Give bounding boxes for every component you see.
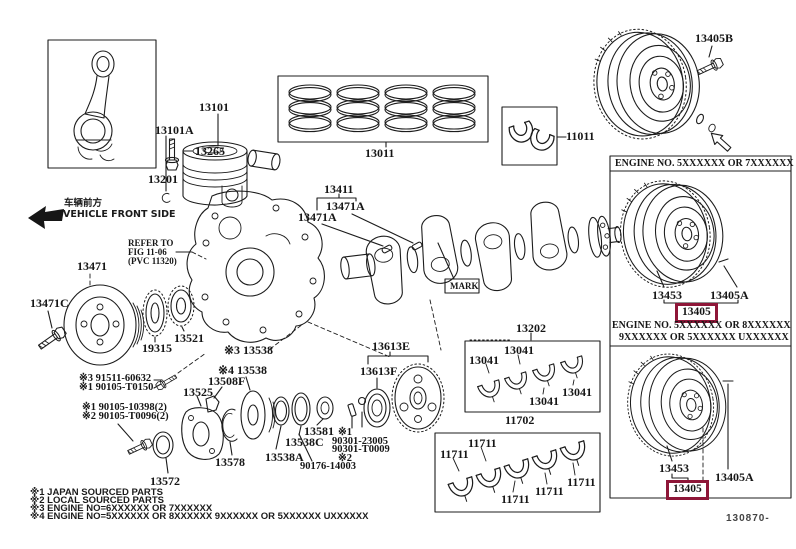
part-label-13471: 13471 xyxy=(77,259,107,273)
vehicle-front-label-en: VEHICLE FRONT SIDE xyxy=(63,209,176,220)
part-label-13041-3: 13041 xyxy=(529,394,559,408)
pulley-bolt-13471C xyxy=(35,324,69,353)
part-label-13405B: 13405B xyxy=(695,31,734,45)
part-label-13041-2: 13041 xyxy=(504,343,534,357)
part-label-13578: 13578 xyxy=(215,455,245,469)
part-label-13101A: 13101A xyxy=(155,123,194,137)
part-label-13521: 13521 xyxy=(174,331,204,345)
part-label-11711-1: 11711 xyxy=(440,447,469,461)
part-label-19315: 19315 xyxy=(142,341,172,355)
piston-pin xyxy=(247,149,281,171)
refer-note-line2: FIG 11-06 xyxy=(128,247,167,257)
part-label-13041-4: 13041 xyxy=(562,385,592,399)
crank-pulley-13471 xyxy=(63,284,145,366)
flywheel-panel2 xyxy=(620,346,733,463)
crank-gear-13613E xyxy=(363,351,445,433)
part-label-13572: 13572 xyxy=(150,474,180,488)
part-label-13613F: 13613F xyxy=(360,364,398,378)
part-label-13101: 13101 xyxy=(199,100,229,114)
part-label-90105-T0096: ※2 90105-T0096(2) xyxy=(82,411,169,422)
part-label-13453-panel2: 13453 xyxy=(659,461,689,475)
part-label-11711-4: 11711 xyxy=(535,484,564,498)
part-label-13538-note4: ※4 13538 xyxy=(218,363,268,377)
leader-refer-note-dash xyxy=(191,251,207,260)
part-label-11011: 11011 xyxy=(566,129,595,143)
part-label-11711-3: 11711 xyxy=(501,492,530,506)
highlighted-part-13405-panel1[interactable]: 13405 xyxy=(675,303,718,323)
flywheel-bolt-13405B xyxy=(695,56,725,79)
part-label-13411: 13411 xyxy=(324,182,354,196)
part-label-11711-2: 11711 xyxy=(468,436,497,450)
crankshaft xyxy=(340,201,622,305)
flywheel-panel1 xyxy=(613,172,730,294)
timing-rotor-19315 xyxy=(142,289,168,337)
note1-marker: ※1 xyxy=(338,427,353,438)
vehicle-front-label-cn: 车辆前方 xyxy=(64,198,103,209)
leader-13405B xyxy=(708,45,713,58)
part-label-90176-14003: 90176-14003 xyxy=(300,461,356,472)
part-label-13508F: 13508F xyxy=(208,374,246,388)
mark-label: MARK xyxy=(450,281,479,291)
part-label-13265: 13265 xyxy=(195,144,225,158)
figure-id: 130870- xyxy=(726,513,770,524)
part-label-13581: 13581 xyxy=(304,424,334,438)
lower-bearing-box-11711 xyxy=(434,432,601,513)
rear-seal-parts xyxy=(117,376,367,474)
footnote-3: ※3 ENGINE NO=6XXXXXX OR 7XXXXXX xyxy=(30,503,213,514)
panel2-title-line2: 9XXXXXX OR 5XXXXXX UXXXXXX xyxy=(619,332,789,343)
part-label-11702: 11702 xyxy=(505,413,535,427)
part-label-90301-23005: 90301-23005 xyxy=(332,436,388,447)
construction-lines xyxy=(153,299,442,392)
part-label-13453-panel1: 13453 xyxy=(652,288,682,302)
key-bracket-13411 xyxy=(316,193,423,254)
leader-13471C xyxy=(47,310,53,329)
piston xyxy=(161,141,248,208)
part-label-91511-60632: ※3 91511-60632 xyxy=(79,373,152,384)
panel2-title-line1: ENGINE NO. 5XXXXXX OR 8XXXXXX xyxy=(612,320,791,331)
note2-marker: ※2 xyxy=(338,453,353,464)
crank-timing-gear-13521 xyxy=(167,285,195,327)
part-label-13202: 13202 xyxy=(516,321,546,335)
direction-arrow-icon xyxy=(710,132,732,152)
upper-bearing-box-13202 xyxy=(464,332,601,413)
part-label-13525: 13525 xyxy=(183,385,213,399)
part-label-13471C: 13471C xyxy=(30,296,69,310)
thrust-washer-box xyxy=(501,106,567,166)
part-label-11711-5: 11711 xyxy=(567,475,596,489)
part-label-13471A-right: 13471A xyxy=(326,199,365,213)
part-label-13011: 13011 xyxy=(365,146,395,160)
part-label-90105-10398: ※1 90105-10398(2) xyxy=(82,402,167,413)
flywheel-top xyxy=(586,20,707,146)
mark-callout xyxy=(437,242,480,294)
connecting-rod-box xyxy=(47,39,157,169)
part-label-13201: 13201 xyxy=(148,172,178,186)
footnote-1: ※1 JAPAN SOURCED PARTS xyxy=(30,487,163,498)
refer-note-line1: REFER TO xyxy=(128,238,174,248)
part-label-13041-1: 13041 xyxy=(469,353,499,367)
footnote-2: ※2 LOCAL SOURCED PARTS xyxy=(30,495,164,506)
part-label-13405A-panel2: 13405A xyxy=(715,470,754,484)
rod-bolt-13265 xyxy=(164,138,180,171)
vehicle-front-arrow-icon xyxy=(28,206,64,229)
part-label-13538-note3: ※3 13538 xyxy=(224,343,274,357)
panel2-leaders xyxy=(666,380,734,482)
panel1-title: ENGINE NO. 5XXXXXX OR 7XXXXXX xyxy=(615,158,794,169)
piston-rings-box xyxy=(277,75,489,148)
pin-snap-ring xyxy=(161,192,171,203)
leader-13521 xyxy=(181,326,185,332)
part-label-90301-T0009: 90301-T0009 xyxy=(332,444,390,455)
part-label-13405A-panel1: 13405A xyxy=(710,288,749,302)
refer-note-line3: (PVC 11320) xyxy=(128,256,177,266)
part-label-13538C: 13538C xyxy=(285,435,324,449)
highlighted-part-13405-panel2[interactable]: 13405 xyxy=(666,480,709,500)
part-label-13471A-left: 13471A xyxy=(298,210,337,224)
dowel-pin xyxy=(696,113,716,133)
footnote-4: ※4 ENGINE NO=5XXXXXX OR 8XXXXXX 9XXXXXX … xyxy=(30,511,369,522)
part-label-13538A: 13538A xyxy=(265,450,304,464)
part-label-90105-T0150: ※1 90105-T0150 xyxy=(79,382,154,393)
part-label-13613E: 13613E xyxy=(372,339,411,353)
